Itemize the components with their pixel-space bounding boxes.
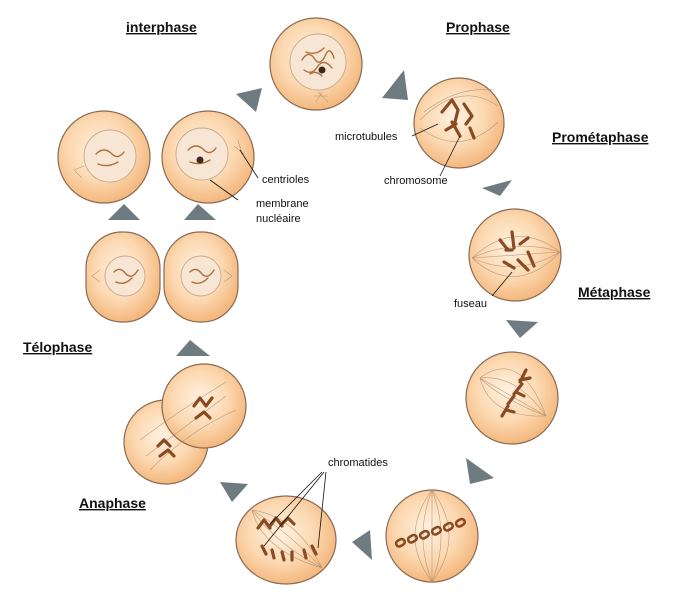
arrow-to-anaphase [352, 530, 372, 560]
spindle-fibers [479, 368, 547, 417]
chromosome-clusters [156, 396, 214, 458]
label-fuseau: fuseau [454, 298, 487, 310]
arrow-to-late-anaphase [220, 482, 248, 502]
chromatin [301, 50, 335, 73]
chromosomes-aligned [500, 368, 532, 418]
arrow-to-telophase [176, 340, 210, 356]
chromatides-pointer-2 [263, 471, 325, 547]
chromosomes [440, 98, 476, 140]
cell-prophase [411, 77, 505, 177]
chromosome-row [394, 517, 467, 548]
centrosome [73, 165, 85, 179]
arrow-telophase-to-interphase-right [184, 204, 216, 220]
phase-title-telophase: Télophase [23, 339, 92, 355]
microtubules-pointer [411, 123, 439, 137]
centrosomes [91, 269, 233, 283]
spindle-fibers [471, 236, 561, 277]
phase-title-prophase: Prophase [446, 19, 510, 35]
arrow-to-prophase [382, 70, 408, 100]
chromosome-pointer [439, 135, 461, 177]
arrow-telophase-to-interphase-left [108, 204, 140, 220]
centrosome [314, 91, 329, 103]
membrane-pointer [209, 179, 239, 201]
nucleus-left [104, 255, 146, 297]
arrow-to-prometaphase [482, 180, 512, 196]
arrow-interphase-to-prophase-start [236, 88, 262, 112]
cell-telophase [85, 231, 239, 323]
microtubule-strands [419, 89, 499, 142]
cell-late-metaphase [385, 489, 479, 583]
nucleolus [318, 66, 326, 74]
phase-title-interphase: interphase [126, 19, 197, 35]
cell-late-anaphase [123, 363, 247, 485]
chromatides-pointer-1 [269, 471, 323, 525]
chromatin [305, 47, 325, 77]
label-membrane-line2: nucléaire [256, 213, 301, 225]
nucleus [83, 129, 137, 183]
label-membrane-line1: membrane [256, 198, 309, 210]
chromosomes [498, 230, 536, 272]
spindle-fibers [139, 381, 237, 471]
nucleolus [196, 156, 204, 164]
cell-membrane [413, 77, 505, 169]
cell-early-prophase [269, 17, 363, 111]
cell-prometaphase [468, 208, 562, 302]
nucleus-right [180, 255, 222, 297]
cell-metaphase [465, 351, 559, 445]
fuseau-pointer [491, 271, 513, 297]
arrow-to-late-metaphase [466, 458, 494, 484]
cell-membrane-right [161, 363, 247, 449]
chromatides-pointer-3 [317, 471, 327, 549]
phase-title-prometaphase: Prométaphase [552, 129, 649, 145]
cell-interphase-right [161, 110, 259, 204]
label-chromatides: chromatides [328, 457, 388, 469]
label-centrioles: centrioles [262, 174, 310, 186]
cell-interphase-left [57, 110, 151, 204]
chromatin-left [113, 268, 139, 285]
centrioles-pointer [239, 149, 259, 179]
phase-title-metaphase: Métaphase [578, 284, 651, 300]
chromatin [95, 149, 125, 167]
phase-title-anaphase: Anaphase [79, 495, 146, 511]
label-microtubules: microtubules [335, 131, 398, 143]
nucleus [175, 127, 229, 181]
label-chromosome: chromosome [384, 175, 448, 187]
cell-anaphase [235, 471, 337, 585]
spindle-fibers [251, 509, 323, 569]
cell-membrane [235, 495, 337, 585]
chromatin-right [189, 268, 215, 285]
arrow-to-metaphase [506, 320, 538, 338]
